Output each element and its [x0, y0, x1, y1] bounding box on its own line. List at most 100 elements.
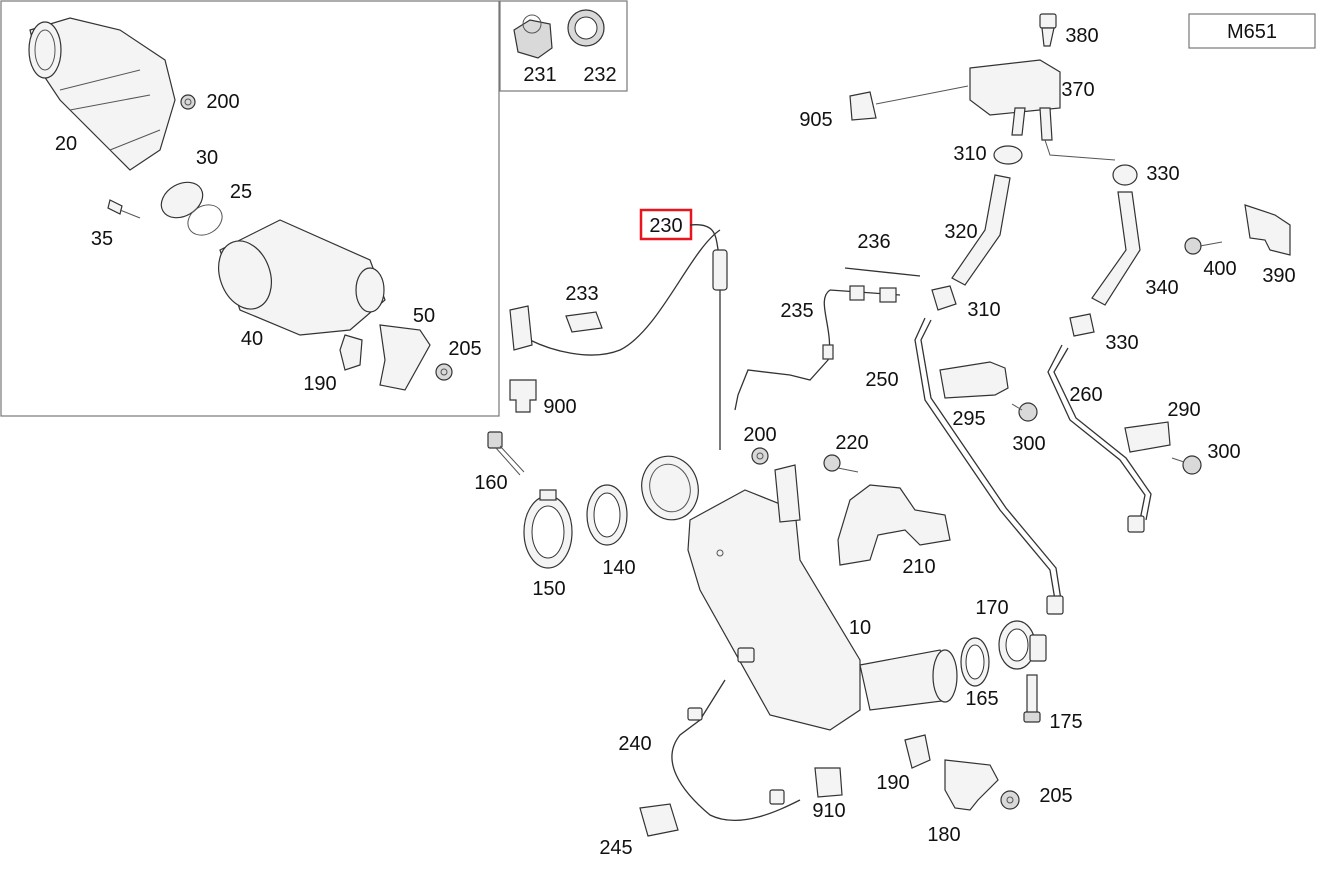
part-340-hose[interactable]	[1091, 191, 1141, 306]
label-231[interactable]: 231	[523, 64, 556, 86]
label-370[interactable]: 370	[1061, 79, 1094, 101]
label-233[interactable]: 233	[565, 283, 598, 305]
label-140[interactable]: 140	[602, 557, 635, 579]
label-300-left[interactable]: 300	[1012, 433, 1045, 455]
label-200-main[interactable]: 200	[743, 424, 776, 446]
label-340[interactable]: 340	[1145, 277, 1178, 299]
label-330-lower[interactable]: 330	[1105, 332, 1138, 354]
label-905[interactable]: 905	[799, 109, 832, 131]
part-230-oxygen-sensor[interactable]	[509, 224, 728, 450]
part-290-holder[interactable]	[1124, 421, 1171, 453]
part-250-pressure-pipe[interactable]	[914, 317, 1064, 615]
label-210[interactable]: 210	[902, 556, 935, 578]
part-232-seal-ring[interactable]	[567, 9, 605, 47]
part-220-bolt[interactable]	[823, 454, 859, 473]
part-50-bracket[interactable]	[379, 324, 431, 391]
label-10[interactable]: 10	[849, 617, 871, 639]
part-205-nut-main[interactable]	[1000, 790, 1020, 810]
label-25[interactable]: 25	[230, 181, 252, 203]
label-50[interactable]: 50	[413, 305, 435, 327]
part-295-holder[interactable]	[939, 361, 1009, 399]
label-165[interactable]: 165	[965, 688, 998, 710]
part-370-pressure-sensor[interactable]	[969, 59, 1061, 141]
label-20[interactable]: 20	[55, 133, 77, 155]
part-175-bolt[interactable]	[1023, 674, 1041, 723]
part-235-temperature-sensor[interactable]	[734, 285, 901, 411]
part-320-hose[interactable]	[951, 174, 1011, 286]
part-231-screw-plug[interactable]	[513, 14, 553, 59]
part-390-bracket[interactable]	[1244, 204, 1291, 256]
label-290[interactable]: 290	[1167, 399, 1200, 421]
label-232[interactable]: 232	[583, 64, 616, 86]
part-205-nut[interactable]	[435, 363, 453, 381]
label-390[interactable]: 390	[1262, 265, 1295, 287]
part-30-clamp[interactable]	[155, 175, 209, 225]
part-245-clip[interactable]	[639, 803, 679, 837]
part-310-clamp-upper[interactable]	[993, 145, 1023, 165]
label-240[interactable]: 240	[618, 733, 651, 755]
part-400-bolt[interactable]	[1184, 237, 1223, 255]
part-260-pressure-pipe[interactable]	[1047, 344, 1152, 533]
part-240-temperature-sensor[interactable]	[671, 679, 801, 822]
part-300-bolt-left[interactable]	[1011, 402, 1038, 422]
label-295[interactable]: 295	[952, 408, 985, 430]
label-160[interactable]: 160	[474, 472, 507, 494]
part-200-nut[interactable]	[180, 94, 196, 110]
part-330-clamp-lower[interactable]	[1069, 313, 1095, 337]
part-190-bracket[interactable]	[339, 334, 363, 371]
label-190[interactable]: 190	[303, 373, 336, 395]
label-320[interactable]: 320	[944, 221, 977, 243]
part-35-stud[interactable]	[107, 199, 141, 219]
label-910[interactable]: 910	[812, 800, 845, 822]
label-230[interactable]: 230	[649, 215, 682, 237]
label-205-main[interactable]: 205	[1039, 785, 1072, 807]
label-35[interactable]: 35	[91, 228, 113, 250]
model-code-box	[1188, 13, 1316, 49]
part-905-connector[interactable]	[849, 85, 969, 121]
label-900[interactable]: 900	[543, 396, 576, 418]
part-25-gasket[interactable]	[182, 199, 227, 241]
part-233-clip[interactable]	[565, 311, 603, 333]
label-200[interactable]: 200	[206, 91, 239, 113]
label-245[interactable]: 245	[599, 837, 632, 859]
label-235[interactable]: 235	[780, 300, 813, 322]
label-310-lower[interactable]: 310	[967, 299, 1000, 321]
part-330-clamp-upper[interactable]	[1044, 139, 1138, 186]
label-175[interactable]: 175	[1049, 711, 1082, 733]
part-200-nut-main[interactable]	[751, 447, 769, 465]
label-170[interactable]: 170	[975, 597, 1008, 619]
label-330-upper[interactable]: 330	[1146, 163, 1179, 185]
part-236-cable-tie[interactable]	[844, 267, 921, 277]
part-910-connector[interactable]	[814, 767, 843, 798]
label-380[interactable]: 380	[1065, 25, 1098, 47]
label-300-right[interactable]: 300	[1207, 441, 1240, 463]
part-150-clamp[interactable]	[523, 489, 573, 569]
part-170-clamp[interactable]	[998, 620, 1047, 670]
part-380-bolt[interactable]	[1039, 13, 1057, 47]
label-180[interactable]: 180	[927, 824, 960, 846]
part-180-bracket[interactable]	[944, 759, 999, 811]
label-250[interactable]: 250	[865, 369, 898, 391]
part-165-seal-ring[interactable]	[960, 637, 990, 687]
label-40[interactable]: 40	[241, 328, 263, 350]
part-160-stud[interactable]	[487, 431, 525, 476]
label-400[interactable]: 400	[1203, 258, 1236, 280]
part-300-bolt-right[interactable]	[1171, 455, 1202, 475]
inset-frame-plug	[499, 0, 628, 92]
label-220[interactable]: 220	[835, 432, 868, 454]
label-260[interactable]: 260	[1069, 384, 1102, 406]
part-10-diesel-particulate-filter[interactable]	[635, 450, 958, 731]
part-140-seal-ring[interactable]	[586, 484, 628, 546]
label-236[interactable]: 236	[857, 231, 890, 253]
label-150[interactable]: 150	[532, 578, 565, 600]
label-190-main[interactable]: 190	[876, 772, 909, 794]
part-900-connector[interactable]	[509, 379, 537, 413]
part-190-bracket-main[interactable]	[904, 734, 931, 769]
part-20-precatalyst[interactable]	[28, 17, 176, 171]
label-310-upper[interactable]: 310	[953, 143, 986, 165]
label-205[interactable]: 205	[448, 338, 481, 360]
part-40-diesel-particulate-filter[interactable]	[210, 219, 386, 336]
part-210-bracket[interactable]	[837, 484, 951, 566]
part-310-clamp-lower[interactable]	[931, 285, 957, 311]
label-30[interactable]: 30	[196, 147, 218, 169]
